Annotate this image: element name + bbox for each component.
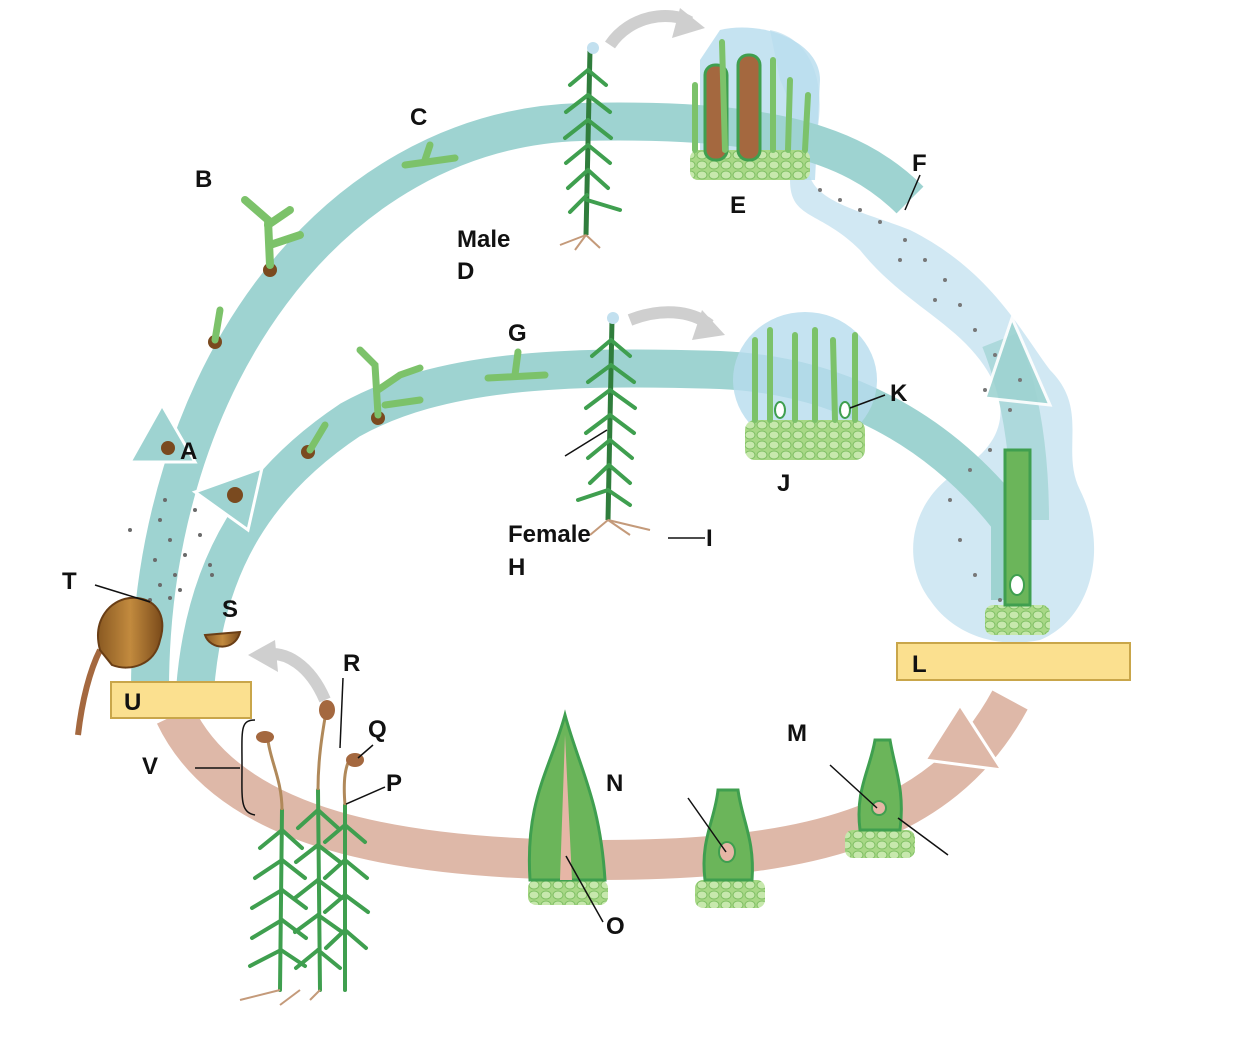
label-t: T — [62, 568, 77, 595]
lid-s — [203, 630, 242, 648]
label-e: E — [730, 192, 747, 219]
label-j: J — [777, 470, 791, 497]
antheridia-e — [690, 39, 811, 180]
label-female: Female — [508, 521, 591, 548]
label-o: O — [606, 913, 625, 940]
mature-moss-plants — [239, 700, 370, 1006]
label-v: V — [142, 753, 159, 780]
label-u: U — [124, 689, 142, 716]
protonema-b — [241, 196, 304, 269]
label-k: K — [890, 380, 908, 407]
label-r: R — [343, 650, 361, 677]
protonema-g — [484, 348, 549, 382]
male-gametophyte — [559, 42, 622, 251]
archegonium-fertilization — [985, 448, 1050, 635]
label-i: I — [706, 525, 713, 552]
label-b: B — [195, 166, 213, 193]
sporophyte-young-n — [527, 709, 608, 905]
diploid-arrowhead — [922, 702, 1006, 772]
label-p: P — [386, 770, 403, 797]
label-h: H — [508, 554, 526, 581]
embryo-stage — [695, 788, 765, 908]
label-box-u[interactable]: U — [110, 681, 252, 719]
label-g: G — [508, 320, 527, 347]
label-l: L — [912, 651, 927, 678]
leader-lines — [94, 174, 949, 923]
label-c: C — [410, 104, 428, 131]
zygote-stage-m — [845, 738, 915, 858]
sperm-cells — [818, 188, 1022, 602]
label-f: F — [912, 150, 927, 177]
protonema-inner-1 — [211, 306, 424, 454]
label-male: Male — [457, 226, 511, 253]
label-a: A — [180, 438, 198, 465]
protonema-c — [401, 141, 459, 169]
archegonia-j — [733, 312, 877, 460]
label-d: D — [457, 258, 475, 285]
label-m: M — [787, 720, 807, 747]
spore-dust — [128, 498, 214, 602]
label-s: S — [222, 596, 239, 623]
inner-haploid-arrow — [176, 349, 1029, 692]
capsule-t — [75, 596, 164, 736]
label-q: Q — [368, 716, 387, 743]
label-box-l[interactable]: L — [896, 642, 1131, 681]
outer-arrowhead — [127, 401, 198, 464]
label-n: N — [606, 770, 624, 797]
female-gametophyte — [576, 312, 651, 536]
